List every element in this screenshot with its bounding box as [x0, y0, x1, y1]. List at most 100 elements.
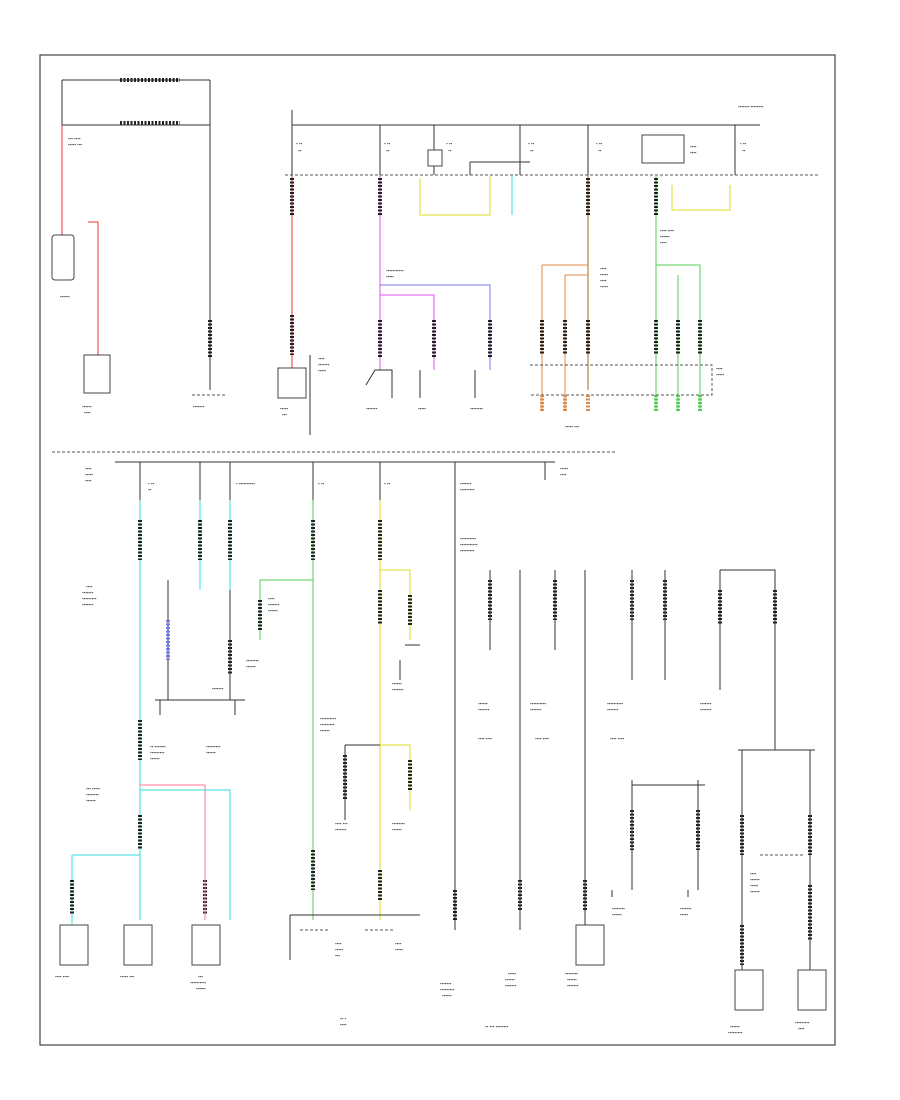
- svg-text:▪▪▪▪▪: ▪▪▪▪▪: [318, 368, 326, 373]
- svg-text:▪▪: ▪▪: [148, 487, 152, 492]
- svg-text:▪▪▪▪▪▪▪: ▪▪▪▪▪▪▪: [607, 707, 619, 712]
- svg-text:▪▪▪▪▪▪▪▪▪▪▪: ▪▪▪▪▪▪▪▪▪▪▪: [386, 268, 404, 273]
- svg-text:▪▪▪▪▪▪: ▪▪▪▪▪▪: [196, 986, 206, 991]
- svg-text:▪▪▪▪▪: ▪▪▪▪▪: [335, 947, 343, 952]
- svg-text:▪▪▪▪: ▪▪▪▪: [85, 478, 92, 483]
- svg-text:▪▪▪▪▪▪▪: ▪▪▪▪▪▪▪: [392, 687, 404, 692]
- svg-text:▪ ▪▪: ▪ ▪▪: [384, 141, 390, 146]
- svg-text:▪▪ ▪▪▪▪▪▪▪: ▪▪ ▪▪▪▪▪▪▪: [150, 744, 166, 749]
- svg-text:▪▪▪▪▪▪▪▪: ▪▪▪▪▪▪▪▪: [470, 406, 483, 411]
- svg-text:▪▪▪▪▪: ▪▪▪▪▪: [600, 272, 608, 277]
- svg-text:▪▪▪▪▪▪▪▪▪▪▪: ▪▪▪▪▪▪▪▪▪▪▪: [460, 542, 478, 547]
- svg-text:▪▪: ▪▪: [530, 148, 534, 153]
- svg-text:▪▪▪▪: ▪▪▪▪: [560, 472, 567, 477]
- svg-text:▪▪▪▪▪: ▪▪▪▪▪: [418, 406, 426, 411]
- svg-text:▪▪▪▪▪▪▪: ▪▪▪▪▪▪▪: [505, 983, 517, 988]
- diagram-frame: [39, 54, 836, 1046]
- svg-text:▪▪: ▪▪: [598, 148, 602, 153]
- svg-text:▪▪▪▪▪: ▪▪▪▪▪: [386, 274, 394, 279]
- fusible-links: [120, 78, 180, 125]
- svg-text:▪▪▪▪ ▪▪▪▪: ▪▪▪▪ ▪▪▪▪: [610, 736, 624, 741]
- svg-text:▪▪▪▪: ▪▪▪▪: [340, 1022, 347, 1027]
- svg-text:▪▪▪ ▪▪▪▪▪: ▪▪▪ ▪▪▪▪▪: [86, 786, 100, 791]
- svg-text:▪▪▪▪▪▪▪: ▪▪▪▪▪▪▪: [567, 983, 579, 988]
- svg-text:▪▪▪▪: ▪▪▪▪: [716, 366, 723, 371]
- svg-text:▪▪▪▪▪▪▪: ▪▪▪▪▪▪▪: [82, 602, 94, 607]
- svg-text:▪▪▪▪▪ ▪▪▪: ▪▪▪▪▪ ▪▪▪: [120, 974, 134, 979]
- svg-text:▪▪▪▪▪▪▪▪: ▪▪▪▪▪▪▪▪: [392, 821, 405, 826]
- svg-text:▪▪▪▪▪▪▪▪▪: ▪▪▪▪▪▪▪▪▪: [460, 487, 475, 492]
- svg-text:▪▪▪▪▪▪▪▪▪: ▪▪▪▪▪▪▪▪▪: [728, 1030, 743, 1035]
- svg-text:▪▪: ▪▪: [742, 148, 746, 153]
- svg-text:▪▪▪▪▪▪▪▪▪: ▪▪▪▪▪▪▪▪▪: [206, 744, 221, 749]
- fuse-panel-lower: [70, 461, 815, 980]
- svg-text:▪▪▪▪ ▪▪▪▪: ▪▪▪▪ ▪▪▪▪: [55, 974, 69, 979]
- connectors-lower: [59, 644, 827, 1011]
- svg-text:▪ ▪▪: ▪ ▪▪: [384, 481, 390, 486]
- svg-text:▪▪▪▪▪▪▪▪▪: ▪▪▪▪▪▪▪▪▪: [795, 1020, 810, 1025]
- svg-text:▪▪▪▪: ▪▪▪▪: [395, 941, 402, 946]
- svg-text:▪▪▪▪▪ ▪▪▪: ▪▪▪▪▪ ▪▪▪: [565, 424, 579, 429]
- svg-text:▪ ▪▪: ▪ ▪▪: [596, 141, 602, 146]
- svg-text:▪▪▪▪▪▪: ▪▪▪▪▪▪: [567, 977, 577, 982]
- svg-text:▪▪▪▪ ▪▪▪▪: ▪▪▪▪ ▪▪▪▪: [660, 228, 674, 233]
- svg-text:▪▪: ▪▪: [448, 148, 452, 153]
- svg-text:▪▪▪▪▪▪: ▪▪▪▪▪▪: [730, 1024, 740, 1029]
- svg-text:▪▪▪▪▪▪▪: ▪▪▪▪▪▪▪: [268, 602, 280, 607]
- svg-text:▪▪▪▪▪: ▪▪▪▪▪: [680, 912, 688, 917]
- svg-text:▪▪▪▪ ▪▪▪: ▪▪▪▪ ▪▪▪: [335, 821, 348, 826]
- svg-text:▪▪▪▪▪: ▪▪▪▪▪: [600, 284, 608, 289]
- svg-text:▪ ▪▪▪▪▪▪▪▪▪▪: ▪ ▪▪▪▪▪▪▪▪▪▪: [236, 481, 255, 486]
- svg-text:▪▪▪▪: ▪▪▪▪: [85, 466, 92, 471]
- svg-text:▪▪▪▪▪▪▪▪: ▪▪▪▪▪▪▪▪: [246, 658, 259, 663]
- svg-text:▪▪▪▪: ▪▪▪▪: [690, 150, 697, 155]
- svg-text:▪▪▪▪▪▪: ▪▪▪▪▪▪: [505, 977, 515, 982]
- svg-text:▪▪▪▪▪▪: ▪▪▪▪▪▪: [612, 912, 622, 917]
- svg-text:▪▪▪: ▪▪▪: [282, 412, 287, 417]
- svg-text:▪▪▪▪▪▪▪▪: ▪▪▪▪▪▪▪▪: [612, 906, 625, 911]
- svg-text:▪▪▪▪▪: ▪▪▪▪▪: [85, 472, 93, 477]
- svg-text:▪▪▪▪▪▪: ▪▪▪▪▪▪: [478, 701, 488, 706]
- svg-text:▪ ▪▪: ▪ ▪▪: [446, 141, 452, 146]
- svg-text:▪▪▪▪: ▪▪▪▪: [86, 584, 93, 589]
- fuse-block-relay: [641, 134, 685, 164]
- svg-text:▪ ▪▪: ▪ ▪▪: [296, 141, 302, 146]
- svg-text:▪▪▪▪▪: ▪▪▪▪▪: [716, 372, 724, 377]
- svg-text:▪▪▪▪▪ ▪▪▪: ▪▪▪▪▪ ▪▪▪: [68, 142, 82, 147]
- svg-text:▪▪▪▪▪▪▪ ▪▪▪▪▪▪▪▪: ▪▪▪▪▪▪▪ ▪▪▪▪▪▪▪▪: [738, 104, 764, 109]
- svg-text:▪▪▪▪▪▪: ▪▪▪▪▪▪: [392, 681, 402, 686]
- svg-text:▪▪▪▪▪▪▪: ▪▪▪▪▪▪▪: [82, 590, 94, 595]
- lower-labels: ▪▪▪▪▪▪▪▪▪▪▪▪▪ ▪ ▪▪▪▪ ▪ ▪▪▪▪▪▪▪▪▪▪ ▪ ▪▪▪ …: [55, 466, 810, 1035]
- svg-text:▪▪▪▪▪: ▪▪▪▪▪: [280, 406, 288, 411]
- svg-text:▪▪▪▪: ▪▪▪▪: [335, 941, 342, 946]
- svg-text:▪▪▪▪▪▪▪▪: ▪▪▪▪▪▪▪▪: [565, 971, 578, 976]
- svg-text:▪▪▪▪▪▪▪: ▪▪▪▪▪▪▪: [680, 906, 692, 911]
- svg-text:▪▪▪▪▪▪▪: ▪▪▪▪▪▪▪: [193, 404, 205, 409]
- svg-text:▪▪▪▪▪▪: ▪▪▪▪▪▪: [86, 798, 96, 803]
- svg-text:▪▪▪▪▪▪▪: ▪▪▪▪▪▪▪: [530, 707, 542, 712]
- svg-text:▪▪▪▪ ▪▪▪▪: ▪▪▪▪ ▪▪▪▪: [478, 736, 492, 741]
- battery-section: ▪▪▪ ▪▪▪▪▪▪▪▪▪ ▪▪▪ ▪▪▪▪▪▪ ▪▪▪▪▪▪▪▪▪▪ ▪▪▪▪…: [51, 78, 226, 415]
- svg-text:▪▪▪▪▪▪▪▪▪: ▪▪▪▪▪▪▪▪▪: [440, 987, 455, 992]
- svg-text:▪▪▪▪: ▪▪▪▪: [600, 278, 607, 283]
- svg-text:▪▪ ▪: ▪▪ ▪: [340, 1016, 346, 1021]
- svg-text:▪▪▪▪▪▪: ▪▪▪▪▪▪: [82, 404, 92, 409]
- svg-text:▪▪▪▪▪▪▪▪▪: ▪▪▪▪▪▪▪▪▪: [150, 750, 165, 755]
- battery: [51, 234, 75, 281]
- svg-text:▪▪▪▪▪▪: ▪▪▪▪▪▪: [392, 827, 402, 832]
- fuse-panel-upper: ▪ ▪▪▪▪ ▪ ▪▪▪▪ ▪ ▪▪▪▪ ▪ ▪▪▪▪ ▪ ▪▪▪▪ ▪ ▪▪▪…: [277, 104, 820, 435]
- svg-text:▪▪▪▪▪: ▪▪▪▪▪: [560, 466, 568, 471]
- svg-text:▪ ▪▪: ▪ ▪▪: [528, 141, 534, 146]
- svg-text:▪▪▪▪▪▪: ▪▪▪▪▪▪: [750, 889, 760, 894]
- starter-relay: [83, 354, 111, 394]
- svg-text:▪▪▪▪: ▪▪▪▪: [84, 410, 91, 415]
- svg-text:▪▪▪▪▪▪: ▪▪▪▪▪▪: [660, 234, 670, 239]
- svg-text:▪▪▪▪▪▪▪: ▪▪▪▪▪▪▪: [335, 827, 347, 832]
- svg-text:▪▪▪▪▪▪: ▪▪▪▪▪▪: [320, 728, 330, 733]
- svg-text:▪▪▪▪: ▪▪▪▪: [750, 871, 757, 876]
- svg-text:▪▪▪▪▪▪▪▪▪: ▪▪▪▪▪▪▪▪▪: [460, 548, 475, 553]
- svg-text:▪▪▪▪▪▪▪▪▪: ▪▪▪▪▪▪▪▪▪: [320, 722, 335, 727]
- svg-text:▪▪▪▪▪▪▪: ▪▪▪▪▪▪▪: [700, 701, 712, 706]
- svg-text:▪▪ ▪▪▪ ▪▪▪▪▪▪▪▪: ▪▪ ▪▪▪ ▪▪▪▪▪▪▪▪: [485, 1024, 509, 1029]
